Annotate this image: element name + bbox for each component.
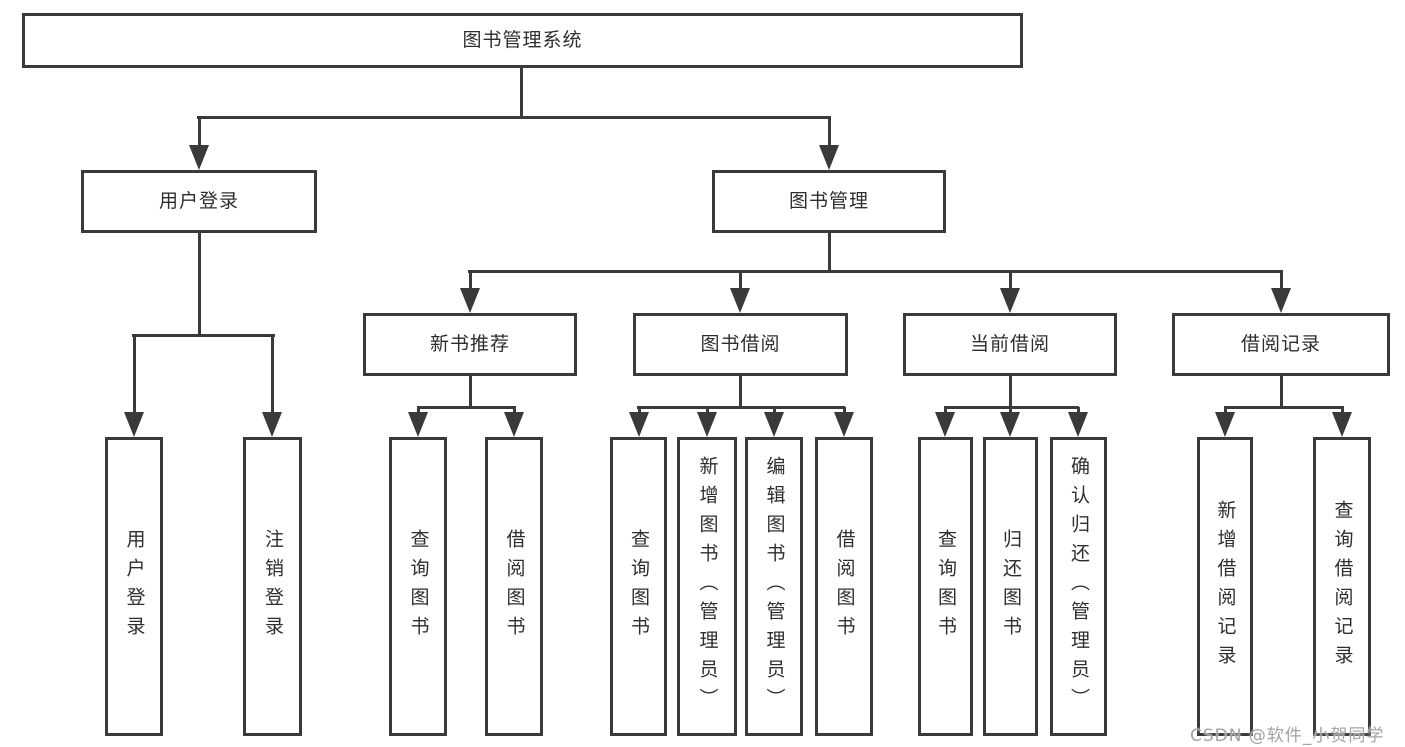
connector-drop	[468, 271, 472, 295]
connector-rail	[417, 405, 516, 409]
arrowhead-down-icon	[1332, 412, 1352, 437]
node-book-mgmt: 图书管理	[712, 170, 946, 233]
arrowhead-down-icon	[460, 288, 480, 313]
node-leaf-logout: 注销登录	[243, 437, 302, 736]
connector-stem	[827, 233, 831, 273]
node-new-book-rec: 新书推荐	[363, 313, 577, 376]
node-label: 查询图书	[628, 528, 650, 645]
node-label: 借阅记录	[1240, 333, 1321, 355]
node-leaf-borrow-book-1: 借阅图书	[485, 437, 543, 736]
node-borrow-records: 借阅记录	[1172, 313, 1390, 376]
connector-drop	[270, 335, 274, 419]
connector-stem	[197, 233, 201, 337]
node-user-login: 用户登录	[81, 170, 317, 233]
arrowhead-down-icon	[1215, 412, 1235, 437]
connector-drop	[1008, 271, 1012, 295]
node-label: 用户登录	[158, 190, 239, 212]
arrowhead-down-icon	[189, 145, 209, 170]
arrowhead-down-icon	[262, 412, 282, 437]
connector-stem	[468, 376, 472, 409]
node-leaf-user-login: 用户登录	[105, 437, 163, 736]
connector-drop	[1279, 271, 1283, 295]
arrowhead-down-icon	[1000, 412, 1020, 437]
connector-rail	[637, 405, 845, 409]
node-leaf-query-book-1: 查询图书	[389, 437, 447, 736]
node-label: 图书管理系统	[462, 29, 583, 51]
arrowhead-down-icon	[1000, 288, 1020, 313]
node-label: 用户登录	[123, 528, 146, 645]
node-label: 借阅图书	[833, 528, 856, 645]
connector-stem	[519, 68, 523, 118]
node-label: 编辑图书（管理员）	[763, 456, 786, 717]
connector-stem	[1279, 376, 1283, 409]
arrowhead-down-icon	[408, 412, 428, 437]
node-leaf-edit-book: 编辑图书（管理员）	[745, 437, 803, 736]
watermark: CSDN @软件_小贺同学	[1190, 726, 1385, 746]
node-leaf-add-book: 新增图书（管理员）	[677, 437, 737, 736]
node-leaf-confirm-return: 确认归还（管理员）	[1050, 437, 1107, 736]
connector-drop	[197, 117, 201, 152]
arrowhead-down-icon	[1068, 412, 1088, 437]
connector-drop	[132, 335, 136, 419]
connector-drop	[738, 271, 742, 295]
node-root: 图书管理系统	[22, 13, 1023, 68]
node-label: 注销登录	[262, 528, 284, 645]
connector-rail	[944, 405, 1079, 409]
node-label: 确认归还（管理员）	[1068, 456, 1090, 717]
node-label: 归还图书	[1000, 528, 1022, 645]
node-label: 图书借阅	[700, 333, 781, 355]
node-current-borrow: 当前借阅	[903, 313, 1117, 376]
node-label: 查询借阅记录	[1331, 499, 1354, 674]
arrowhead-down-icon	[629, 412, 649, 437]
node-label: 图书管理	[788, 190, 869, 212]
arrowhead-down-icon	[730, 288, 750, 313]
node-label: 当前借阅	[969, 333, 1050, 355]
arrowhead-down-icon	[697, 412, 717, 437]
node-label: 新书推荐	[429, 333, 510, 355]
arrowhead-down-icon	[1271, 288, 1291, 313]
node-label: 新增借阅记录	[1214, 499, 1237, 674]
arrowhead-down-icon	[819, 145, 839, 170]
arrowhead-down-icon	[504, 412, 524, 437]
connector-rail	[1224, 405, 1344, 409]
node-label: 借阅图书	[503, 528, 526, 645]
connector-drop	[827, 117, 831, 152]
connector-stem	[738, 376, 742, 409]
node-book-borrow: 图书借阅	[633, 313, 848, 376]
arrowhead-down-icon	[834, 412, 854, 437]
arrowhead-down-icon	[935, 412, 955, 437]
connector-rail	[197, 115, 831, 119]
connector-rail	[132, 333, 275, 337]
node-leaf-add-borrow-record: 新增借阅记录	[1197, 437, 1253, 736]
node-label: 查询图书	[407, 528, 430, 645]
node-leaf-query-borrow-record: 查询借阅记录	[1313, 437, 1371, 736]
node-leaf-query-book-2: 查询图书	[610, 437, 667, 736]
node-label: 新增图书（管理员）	[696, 456, 719, 717]
node-leaf-query-book-3: 查询图书	[918, 437, 973, 736]
connector-rail	[468, 269, 1283, 273]
node-leaf-return-book: 归还图书	[983, 437, 1038, 736]
node-label: 查询图书	[935, 528, 957, 645]
arrowhead-down-icon	[124, 412, 144, 437]
connector-stem	[1008, 376, 1012, 409]
node-leaf-borrow-book-2: 借阅图书	[815, 437, 873, 736]
arrowhead-down-icon	[764, 412, 784, 437]
